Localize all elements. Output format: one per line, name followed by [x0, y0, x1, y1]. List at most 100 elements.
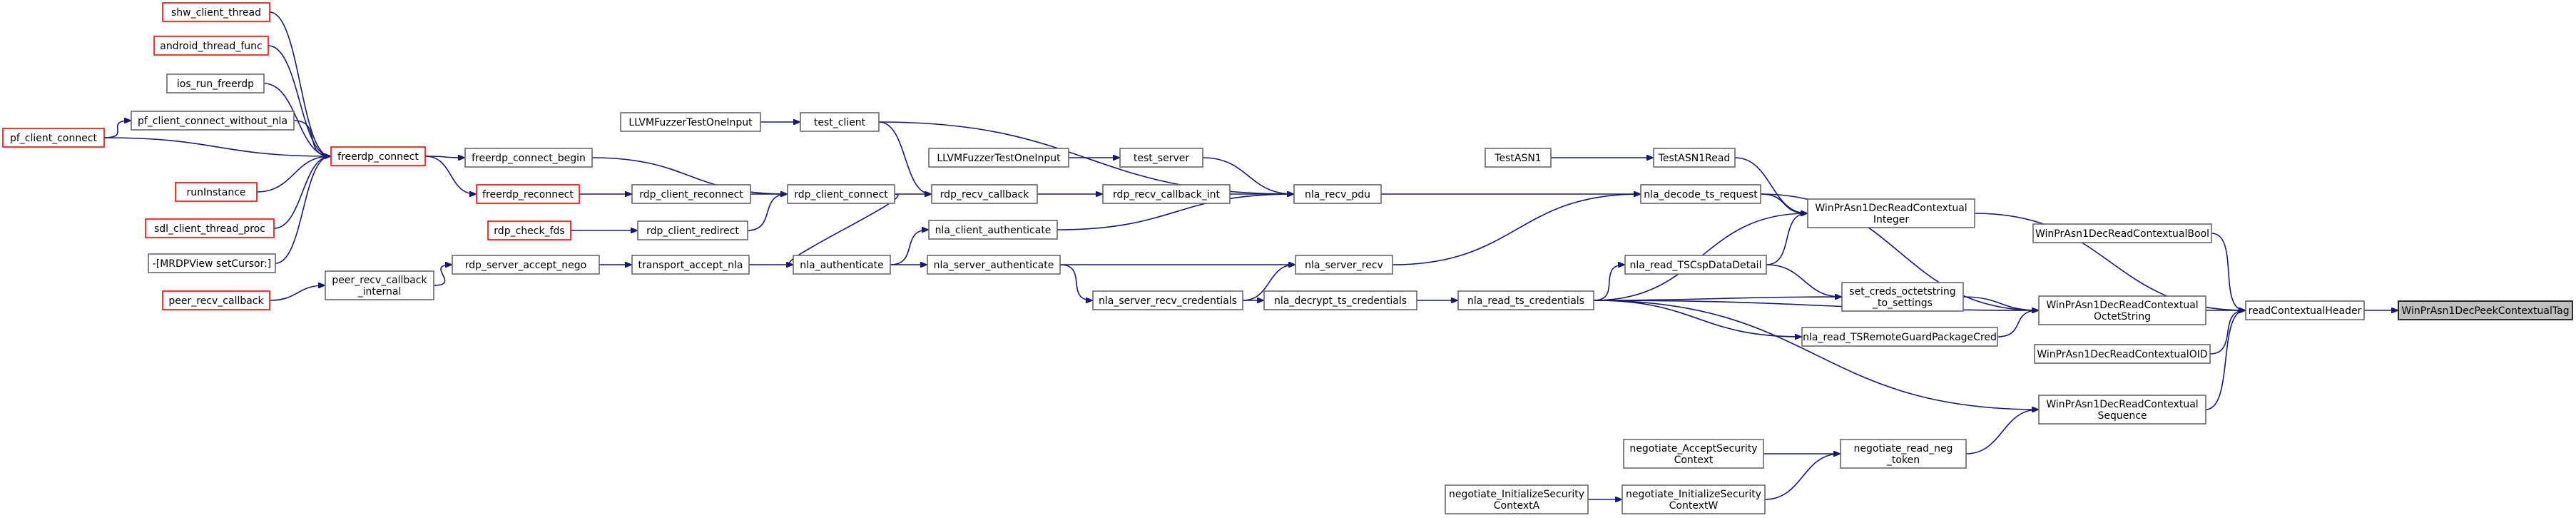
node-rdp-client-redirect[interactable]: rdp_client_redirect: [637, 220, 748, 240]
node-shw-client-thread[interactable]: shw_client_thread: [162, 2, 270, 22]
node-nla-recv-pdu[interactable]: nla_recv_pdu: [1293, 184, 1382, 204]
node-ios-run-freerdp[interactable]: ios_run_freerdp: [166, 73, 265, 93]
edge-shw_client_thread-to-freerdp_connect: [269, 11, 330, 156]
node-rdp-client-connect[interactable]: rdp_client_connect: [787, 184, 895, 204]
node-label: WinPrAsn1DecReadContextualBool: [2035, 228, 2209, 240]
node-mrdpview-setcursor[interactable]: -[MRDPView setCursor:]: [148, 253, 276, 273]
node-transport-accept-nla[interactable]: transport_accept_nla: [631, 255, 750, 275]
node-winprasn1decpeekcontextualtag[interactable]: WinPrAsn1DecPeekContextualTag: [2398, 300, 2573, 320]
node-box: [637, 220, 748, 240]
node-nla-server-recv[interactable]: nla_server_recv: [1295, 255, 1393, 275]
node-rdp-server-accept-nego[interactable]: rdp_server_accept_nego: [452, 255, 600, 275]
node-test-server[interactable]: test_server: [1119, 148, 1203, 168]
node-box: [620, 112, 761, 132]
node-set-creds-octetstring-to-settings[interactable]: set_creds_octetstring_to_settings: [1841, 282, 1964, 312]
node-label: rdp_recv_callback: [940, 189, 1030, 200]
node-testasn1read[interactable]: TestASN1Read: [1653, 148, 1736, 168]
node-label: sdl_client_thread_proc: [154, 223, 265, 235]
node-nla-read-ts-credentials[interactable]: nla_read_ts_credentials: [1457, 290, 1594, 310]
node-label: rdp_recv_callback_int: [1113, 189, 1220, 200]
node-rdp-recv-callback-int[interactable]: rdp_recv_callback_int: [1102, 184, 1231, 204]
edge-nla_server_recv_credentials-to-nla_server_recv: [1242, 265, 1295, 301]
node-freerdp-connect-begin[interactable]: freerdp_connect_begin: [464, 148, 593, 168]
node-sdl-client-thread-proc[interactable]: sdl_client_thread_proc: [145, 218, 275, 238]
node-winprasn1decreadcontextualoid[interactable]: WinPrAsn1DecReadContextualOID: [2034, 344, 2211, 364]
node-freerdp-connect[interactable]: freerdp_connect: [330, 146, 426, 166]
node-label: readContextualHeader: [2249, 305, 2362, 317]
node-box: [1485, 148, 1552, 168]
node-peer-recv-callback-internal[interactable]: peer_recv_callback_internal: [325, 270, 434, 300]
edge-nla_read_ts_credentials-to-winprasn1decreadcontextualoctetstring: [1593, 300, 2038, 310]
node-pf-client-connect-without-nla[interactable]: pf_client_connect_without_nla: [131, 111, 295, 131]
node-box: [2, 128, 105, 148]
edge-pf_client_connect-to-freerdp_connect: [103, 137, 330, 156]
edge-pf_client_connect_without_nla-to-freerdp_connect: [293, 120, 330, 156]
node-box: [2038, 295, 2206, 325]
node-nla-client-authenticate[interactable]: nla_client_authenticate: [928, 220, 1058, 240]
node-box: [2245, 300, 2365, 320]
node-nla-authenticate[interactable]: nla_authenticate: [793, 255, 891, 275]
node-label: transport_accept_nla: [638, 260, 743, 271]
node-label: rdp_client_reconnect: [639, 189, 743, 200]
node-runInstance[interactable]: runInstance: [175, 182, 258, 202]
edge-nla_read_ts_credentials-to-set_creds_octetstring_to_settings: [1593, 297, 1841, 301]
node-rdp-client-reconnect[interactable]: rdp_client_reconnect: [631, 184, 751, 204]
node-box: [631, 255, 750, 275]
node-box: [162, 290, 270, 310]
node-label: nla_server_recv_credentials: [1099, 295, 1237, 307]
node-nla-read-tsremoteguardpackagecred[interactable]: nla_read_TSRemoteGuardPackageCred: [1801, 327, 1998, 347]
node-winprasn1decreadcontextualbool[interactable]: WinPrAsn1DecReadContextualBool: [2032, 223, 2212, 243]
node-label: rdp_check_fds: [494, 225, 564, 237]
node-box: [166, 73, 265, 93]
node-box: [631, 184, 751, 204]
node-label: freerdp_reconnect: [482, 189, 574, 200]
edge-mrdpview_setcursor-to-freerdp_connect: [275, 156, 330, 264]
node-nla-server-recv-credentials[interactable]: nla_server_recv_credentials: [1092, 290, 1243, 310]
node-nla-server-authenticate[interactable]: nla_server_authenticate: [927, 255, 1061, 275]
node-nla-read-tscspdatadetail[interactable]: nla_read_TSCspDataDetail: [1624, 255, 1767, 275]
node-android-thread-func[interactable]: android_thread_func: [153, 36, 269, 56]
node-label: nla_decode_ts_request: [1644, 189, 1758, 200]
node-rdp-recv-callback[interactable]: rdp_recv_callback: [931, 184, 1038, 204]
node-testasn1[interactable]: TestASN1: [1485, 148, 1552, 168]
edge-nla_client_authenticate-to-nla_recv_pdu: [1057, 194, 1293, 230]
node-box: [1801, 327, 1998, 347]
node-pf-client-connect[interactable]: pf_client_connect: [2, 128, 105, 148]
node-label: peer_recv_callback: [332, 275, 427, 286]
edge-set_creds_octetstring_to_settings-to-winprasn1decreadcontextualoctetstring: [1962, 296, 2038, 310]
node-box: [325, 270, 434, 300]
node-label: negotiate_InitializeSecurity: [1449, 489, 1584, 500]
node-box: [162, 2, 270, 22]
node-box: [1445, 484, 1589, 514]
node-box: [2038, 395, 2206, 425]
node-box: [927, 255, 1061, 275]
node-label: WinPrAsn1DecPeekContextualTag: [2401, 305, 2569, 317]
node-label: pf_client_connect: [10, 133, 98, 144]
node-rdp-check-fds[interactable]: rdp_check_fds: [487, 220, 571, 240]
node-box: [1807, 198, 1975, 228]
node-freerdp-reconnect[interactable]: freerdp_reconnect: [476, 184, 580, 204]
node-nla-decode-ts-request[interactable]: nla_decode_ts_request: [1640, 184, 1761, 204]
node-readcontextualheader[interactable]: readContextualHeader: [2245, 300, 2365, 320]
node-test-client[interactable]: test_client: [800, 112, 880, 132]
node-peer-recv-callback[interactable]: peer_recv_callback: [162, 290, 270, 310]
node-label: set_creds_octetstring: [1849, 286, 1955, 298]
node-label: negotiate_read_neg: [1854, 443, 1953, 454]
node-box: [800, 112, 880, 132]
edge-freerdp_connect-to-freerdp_connect_begin: [424, 156, 464, 158]
node-label: test_server: [1134, 153, 1189, 164]
node-label: ContextW: [1669, 500, 1719, 512]
node-label: rdp_client_redirect: [646, 225, 739, 237]
node-llvmfuzzer-testoneinput-1[interactable]: LLVMFuzzerTestOneInput: [620, 112, 761, 132]
node-nla-decrypt-ts-credentials[interactable]: nla_decrypt_ts_credentials: [1263, 290, 1417, 310]
edge-nla_read_tscspdatadetail-to-winprasn1decreadcontextualinteger: [1766, 213, 1807, 265]
node-llvmfuzzer-testoneinput-2[interactable]: LLVMFuzzerTestOneInput: [928, 148, 1069, 168]
node-negotiate-read-neg-token[interactable]: negotiate_read_neg_token: [1840, 439, 1967, 469]
node-box: [487, 220, 571, 240]
